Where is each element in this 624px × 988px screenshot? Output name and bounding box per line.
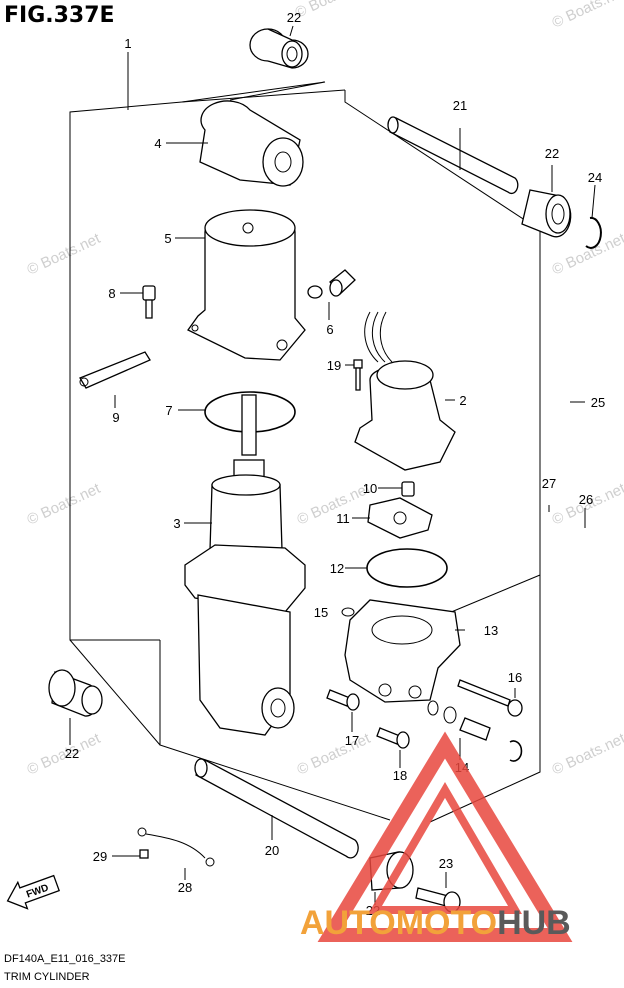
bushing-22-top — [249, 28, 309, 69]
circlip-24 — [585, 216, 602, 249]
reservoir-5 — [187, 209, 306, 361]
watermark: © Boats.net — [293, 0, 372, 22]
bushing-22-right — [521, 189, 572, 238]
oring-12 — [366, 548, 448, 588]
watermark: © Boats.net — [25, 480, 104, 529]
brand-logo — [317, 731, 573, 942]
valve-14 — [427, 700, 523, 762]
brand-name-part1: AUTOMOTO — [300, 904, 497, 942]
watermark: © Boats.net — [295, 730, 374, 779]
ground-wire-28 — [137, 827, 215, 867]
callout-24: 24 — [588, 170, 602, 185]
valve-10 — [401, 481, 415, 497]
oring-15 — [341, 607, 355, 617]
callout-5: 5 — [164, 231, 171, 246]
callout-7: 7 — [165, 403, 172, 418]
bolt-8 — [142, 285, 156, 319]
callout-29: 29 — [93, 849, 107, 864]
callout-22-top: 22 — [287, 10, 301, 25]
brand-name-part2: HUB — [497, 904, 571, 942]
watermark: © Boats.net — [550, 0, 624, 32]
callout-4: 4 — [154, 136, 161, 151]
callout-16: 16 — [508, 670, 522, 685]
screw-19 — [353, 359, 363, 391]
clip-9 — [79, 351, 151, 389]
figure-title: FIG.337E — [4, 3, 115, 28]
callout-15: 15 — [314, 605, 328, 620]
callout-17: 17 — [345, 733, 359, 748]
callout-2: 2 — [459, 393, 466, 408]
callout-8: 8 — [108, 286, 115, 301]
callout-21: 21 — [453, 98, 467, 113]
sleeve-4 — [199, 100, 304, 187]
cylinder-3 — [184, 394, 306, 736]
diagram-name: TRIM CYLINDER — [4, 971, 90, 983]
callout-10: 10 — [363, 481, 377, 496]
bushing-22-left — [48, 669, 103, 717]
callouts: 1 22 4 5 8 9 7 3 6 19 2 21 22 24 25 10 1… — [65, 10, 605, 918]
bolt-18 — [376, 727, 410, 749]
plate-11 — [367, 497, 433, 539]
watermarks: © Boats.net © Boats.net © Boats.net © Bo… — [25, 0, 624, 779]
screw-29 — [139, 849, 149, 859]
fitting-6 — [307, 269, 356, 299]
diagram-code: DF140A_E11_016_337E — [4, 953, 126, 965]
bolt-17 — [326, 689, 360, 711]
leader-lines — [69, 25, 596, 905]
callout-23: 23 — [439, 856, 453, 871]
assembly-outline — [69, 81, 541, 823]
callout-11: 11 — [336, 511, 350, 526]
callout-28: 28 — [178, 880, 192, 895]
callout-3: 3 — [173, 516, 180, 531]
brand-name: AUTOMOTOHUB — [300, 904, 571, 942]
watermark: © Boats.net — [25, 230, 104, 279]
callout-25: 25 — [591, 395, 605, 410]
callout-26: 26 — [579, 492, 593, 507]
watermark: © Boats.net — [550, 730, 624, 779]
bolt-16 — [457, 679, 523, 717]
callout-19: 19 — [327, 358, 341, 373]
callout-13: 13 — [484, 623, 498, 638]
callout-27: 27 — [542, 476, 556, 491]
callout-22-left: 22 — [65, 746, 79, 761]
valve-body-13 — [344, 599, 461, 703]
callout-20: 20 — [265, 843, 279, 858]
forward-arrow-icon: FWD — [6, 874, 61, 910]
callout-9: 9 — [112, 410, 119, 425]
pin-21 — [387, 116, 519, 195]
callout-6: 6 — [326, 322, 333, 337]
callout-18: 18 — [393, 768, 407, 783]
callout-1: 1 — [124, 36, 131, 51]
pin-20 — [194, 758, 359, 859]
callout-12: 12 — [330, 561, 344, 576]
watermark: © Boats.net — [550, 230, 624, 279]
callout-22-right: 22 — [545, 146, 559, 161]
motor-2 — [354, 311, 456, 471]
